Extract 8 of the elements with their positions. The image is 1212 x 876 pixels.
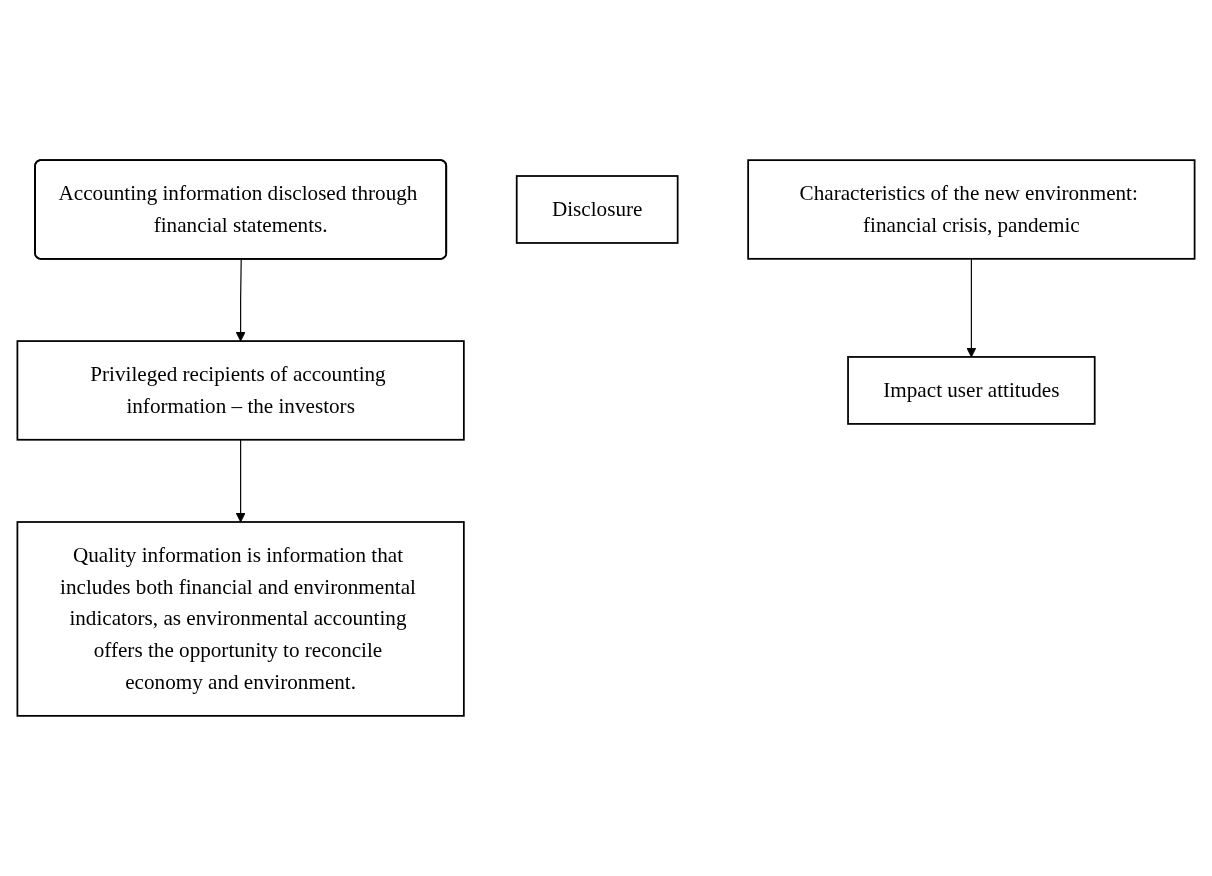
node-box: Characteristics of the new environment: financial crisis, pandemic [747, 159, 1196, 260]
node-box: Quality information is information that includes both financial and environmental indicators, as environmental accounting offers the opportunity to reconcile economy and environment. [16, 521, 465, 717]
node-box: Privileged recipients of accounting information – the investors [16, 340, 465, 441]
node-box: Impact user attitudes [847, 356, 1096, 425]
arrow [235, 439, 246, 523]
arrow [966, 258, 977, 358]
arrow [235, 258, 246, 342]
node-box: Disclosure [515, 175, 679, 244]
